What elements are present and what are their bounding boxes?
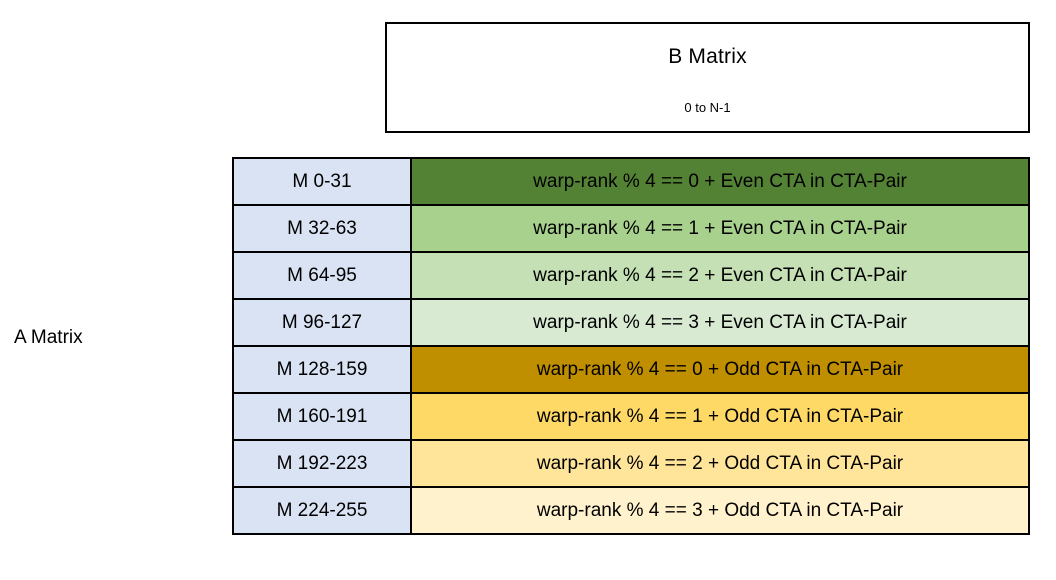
a-matrix-label: A Matrix <box>14 327 83 348</box>
row-description-cell: warp-rank % 4 == 2 + Odd CTA in CTA-Pair <box>412 439 1030 488</box>
row-label-cell: M 224-255 <box>232 486 412 535</box>
row-label-cell: M 128-159 <box>232 345 412 394</box>
row-description-cell: warp-rank % 4 == 1 + Even CTA in CTA-Pai… <box>412 204 1030 253</box>
row-label-cell: M 160-191 <box>232 392 412 441</box>
row-description-cell: warp-rank % 4 == 0 + Even CTA in CTA-Pai… <box>412 157 1030 206</box>
b-matrix-box: B Matrix 0 to N-1 <box>385 22 1030 133</box>
row-label-cell: M 64-95 <box>232 251 412 300</box>
row-description-cell: warp-rank % 4 == 0 + Odd CTA in CTA-Pair <box>412 345 1030 394</box>
row-description-cell: warp-rank % 4 == 2 + Even CTA in CTA-Pai… <box>412 251 1030 300</box>
row-label-cell: M 192-223 <box>232 439 412 488</box>
row-description-cell: warp-rank % 4 == 3 + Even CTA in CTA-Pai… <box>412 298 1030 347</box>
row-description-cell: warp-rank % 4 == 3 + Odd CTA in CTA-Pair <box>412 486 1030 535</box>
row-label-cell: M 0-31 <box>232 157 412 206</box>
row-description-cell: warp-rank % 4 == 1 + Odd CTA in CTA-Pair <box>412 392 1030 441</box>
row-label-cell: M 96-127 <box>232 298 412 347</box>
b-matrix-title: B Matrix <box>668 45 747 68</box>
b-matrix-range-label: 0 to N-1 <box>684 100 731 115</box>
row-label-cell: M 32-63 <box>232 204 412 253</box>
